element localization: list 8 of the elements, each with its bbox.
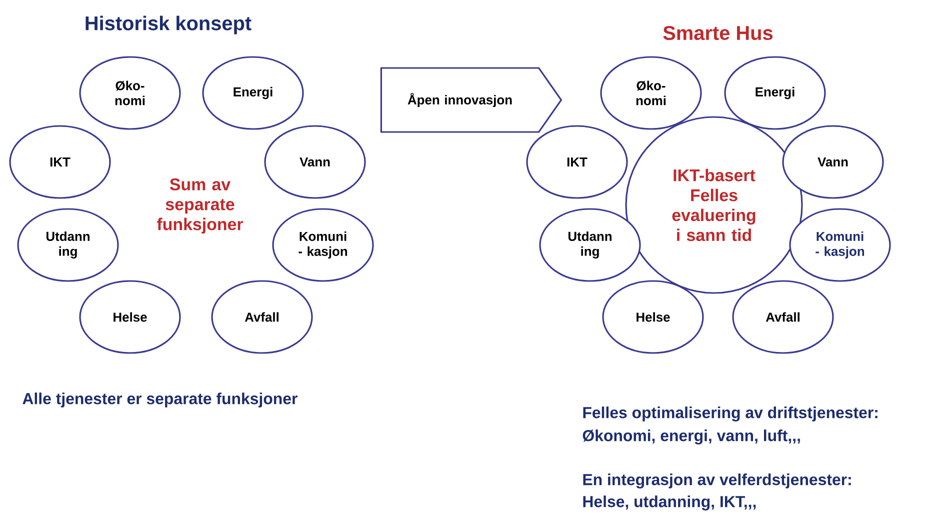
note-text: Alle tjenester er separate funksjoner xyxy=(22,392,298,408)
center-text: Sum av separate funksjoner xyxy=(157,178,244,234)
note-text: Økonomi, energi, vann, luft,,, xyxy=(582,430,800,444)
note-text: Felles optimalisering av driftstjenester: xyxy=(583,406,878,422)
note-text: En integrasjon av velferdstjenester: xyxy=(583,474,851,488)
heading: Historisk konsept xyxy=(86,16,252,34)
heading: Smarte Hus xyxy=(663,26,773,40)
note-text: Helse, utdanning, IKT,,, xyxy=(583,496,756,510)
